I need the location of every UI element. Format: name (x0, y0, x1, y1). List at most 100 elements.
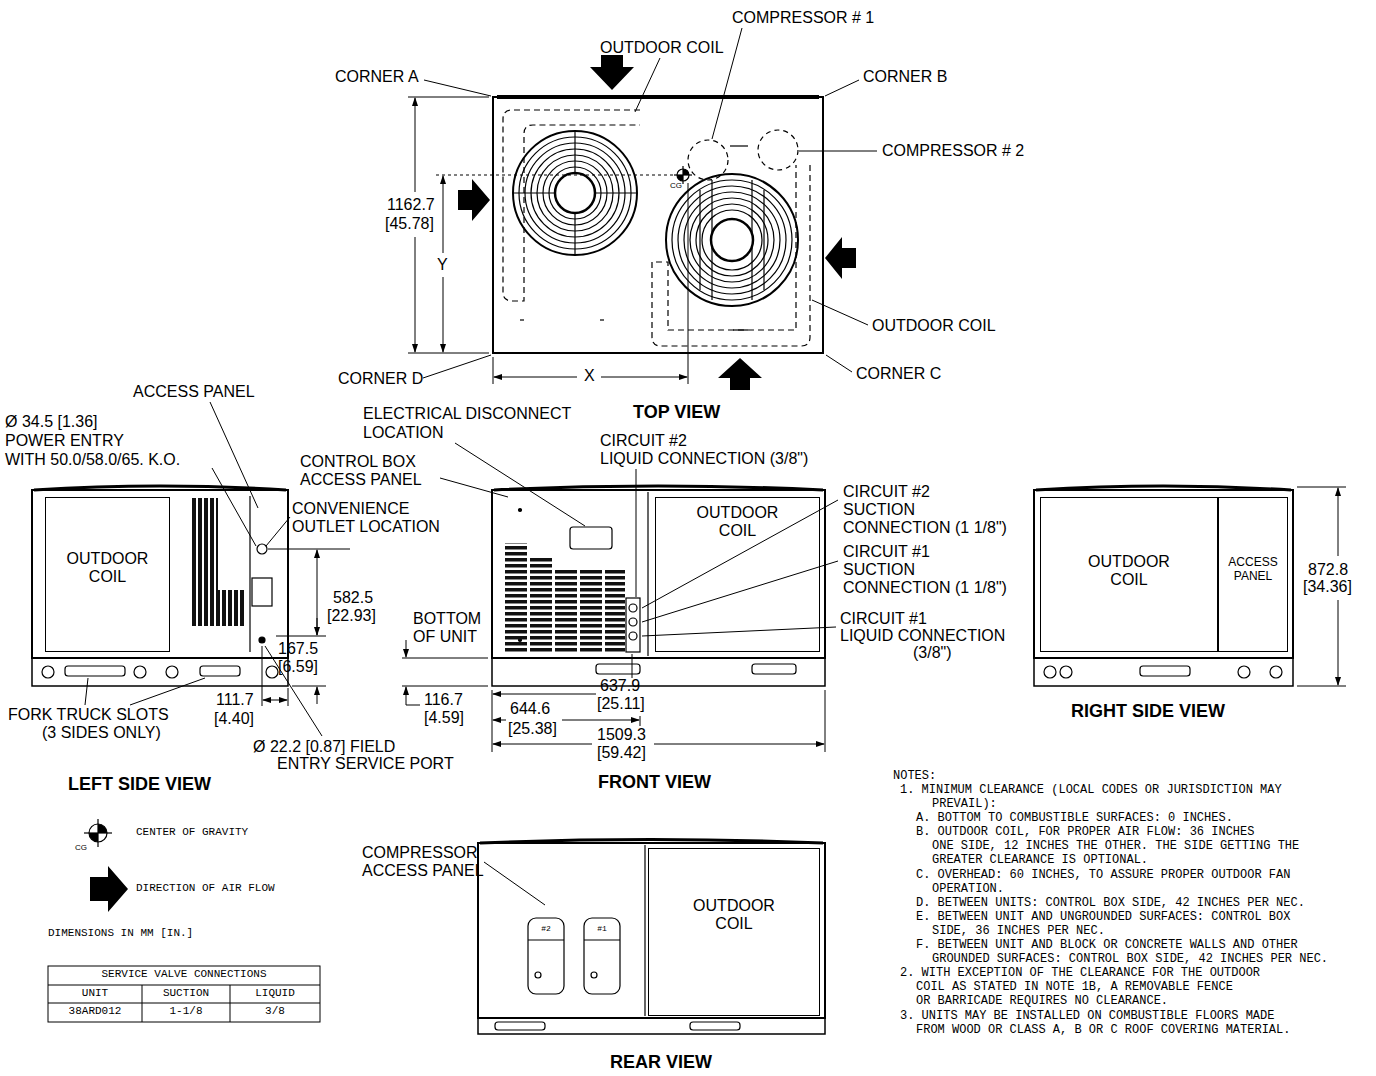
leader-line (799, 151, 877, 152)
callout-label: OUTDOOR COIL (600, 38, 724, 57)
note-text: A. BOTTOM TO COMBUSTIBLE SURFACES: 0 INC… (916, 811, 1233, 825)
compressor (528, 918, 620, 994)
airflow-arrow (590, 55, 634, 90)
dimension-line (493, 744, 592, 745)
legend-symbol (97, 819, 98, 847)
coil-panel: OUTDOOR COIL (1040, 497, 1218, 652)
note-text: D. BETWEEN UNITS: CONTROL BOX SIDE, 42 I… (916, 896, 1305, 910)
callout-label: 637.9 (600, 676, 640, 695)
callout-label: CG (670, 181, 682, 191)
front-view (519, 509, 522, 512)
view-title: LEFT SIDE VIEW (68, 774, 211, 796)
callout-label: LOCATION (363, 423, 444, 442)
fan-guard (595, 192, 637, 193)
table-cell: #2 (541, 924, 551, 934)
center-of-gravity-symbol (677, 175, 683, 181)
callout-label: Ø 34.5 [1.36] (5, 412, 98, 431)
compressor (584, 939, 620, 940)
table-grid (48, 1003, 320, 1004)
callout-label: Ø 22.2 [0.87] FIELD (253, 737, 395, 756)
legend-text: CENTER OF GRAVITY (136, 826, 248, 839)
view-title: RIGHT SIDE VIEW (1071, 701, 1225, 723)
dimension-line (1297, 487, 1346, 488)
callout-label: [4.40] (214, 709, 254, 728)
dimension-line (317, 687, 318, 704)
table-cell: LIQUID (255, 987, 295, 1000)
panel-label: OUTDOOR COIL (1079, 553, 1179, 590)
panel-label: ACCESS PANEL (1222, 556, 1284, 584)
fan-guard (555, 173, 595, 213)
callout-label: CONNECTION (1 1/8") (843, 578, 1007, 597)
left-side-view (134, 666, 146, 678)
coil-panel: OUTDOOR COIL (648, 848, 820, 1016)
note-text: COIL AS STATED IN NOTE 1B, A REMOVABLE F… (916, 980, 1233, 994)
note-text: C. OVERHEAD: 60 INCHES, TO ASSURE PROPER… (916, 868, 1290, 882)
dimension-line (402, 640, 825, 752)
dimension-line (263, 700, 275, 701)
fan-guard (763, 190, 764, 290)
callout-label: CIRCUIT #2 (843, 482, 930, 501)
leader-line (440, 443, 838, 636)
legend-text: DIRECTION OF AIR FLOW (136, 882, 275, 895)
view-title: TOP VIEW (633, 402, 720, 424)
dimension-line (415, 237, 416, 352)
note-text: GREATER CLEARANCE IS OPTIONAL. (932, 853, 1148, 867)
callout-label: CORNER C (856, 364, 941, 383)
legend-symbol (98, 824, 107, 833)
callout-label: LIQUID CONNECTION (3/8") (600, 449, 808, 468)
leader-line (642, 627, 836, 636)
callout-label: (3/8") (913, 643, 952, 662)
leader-line (635, 58, 660, 112)
note-text: SIDE, 36 INCHES PER NEC. (932, 924, 1105, 938)
leader-line (266, 517, 290, 546)
top-view (497, 95, 819, 99)
leader-line (825, 80, 859, 96)
front-view (492, 490, 825, 658)
callout-label: SUCTION (843, 560, 915, 579)
legend-symbol (89, 833, 98, 842)
top-view (730, 145, 748, 146)
left-side-view (42, 666, 54, 678)
callout-label: [25.11] (597, 694, 645, 713)
right-side-view (1034, 486, 1346, 686)
dimension-line (640, 716, 641, 726)
dimension-line (408, 97, 489, 98)
dimension-line (406, 705, 420, 706)
note-text: E. BETWEEN UNIT AND UNGROUNDED SURFACES:… (916, 910, 1290, 924)
left-side-view (249, 496, 250, 652)
fan-guard (666, 174, 798, 306)
callout-label: CIRCUIT #2 (600, 431, 687, 450)
dimension-line (493, 357, 494, 384)
left-side-view (166, 666, 178, 678)
fan-guard (702, 210, 762, 270)
fan-guard (513, 131, 637, 255)
top-view (520, 319, 524, 320)
note-text: ONE SIDE, 12 INCHES THE OTHER. THE SIDE … (932, 839, 1299, 853)
fan-guard (574, 131, 575, 173)
table-grid (48, 985, 320, 986)
coil-panel: OUTDOOR COIL (45, 497, 170, 652)
compressor (528, 918, 564, 994)
right-side-view (1238, 666, 1250, 678)
left-side-view (218, 590, 246, 626)
note-text: OPERATION. (932, 882, 1004, 896)
front-view (580, 568, 602, 653)
rear-view (478, 843, 825, 1018)
fan-guard (690, 198, 774, 282)
left-side-view (190, 498, 218, 626)
rear-view (644, 845, 645, 1016)
top-view (600, 319, 604, 320)
callout-label: [34.36] (1303, 577, 1352, 596)
front-view (647, 492, 648, 656)
note-text: F. BETWEEN UNIT AND BLOCK OR CONCRETE WA… (916, 938, 1298, 952)
dimension-line (415, 98, 416, 192)
right-side-view (1060, 666, 1072, 678)
dimension-line (402, 658, 488, 659)
callout-label: 872.8 (1308, 560, 1348, 579)
top-view (733, 329, 748, 330)
callout-label: X (584, 366, 595, 385)
dimension-line (268, 549, 350, 550)
left-side-view (257, 544, 267, 554)
front-view (494, 486, 823, 490)
leader-line (423, 28, 877, 378)
